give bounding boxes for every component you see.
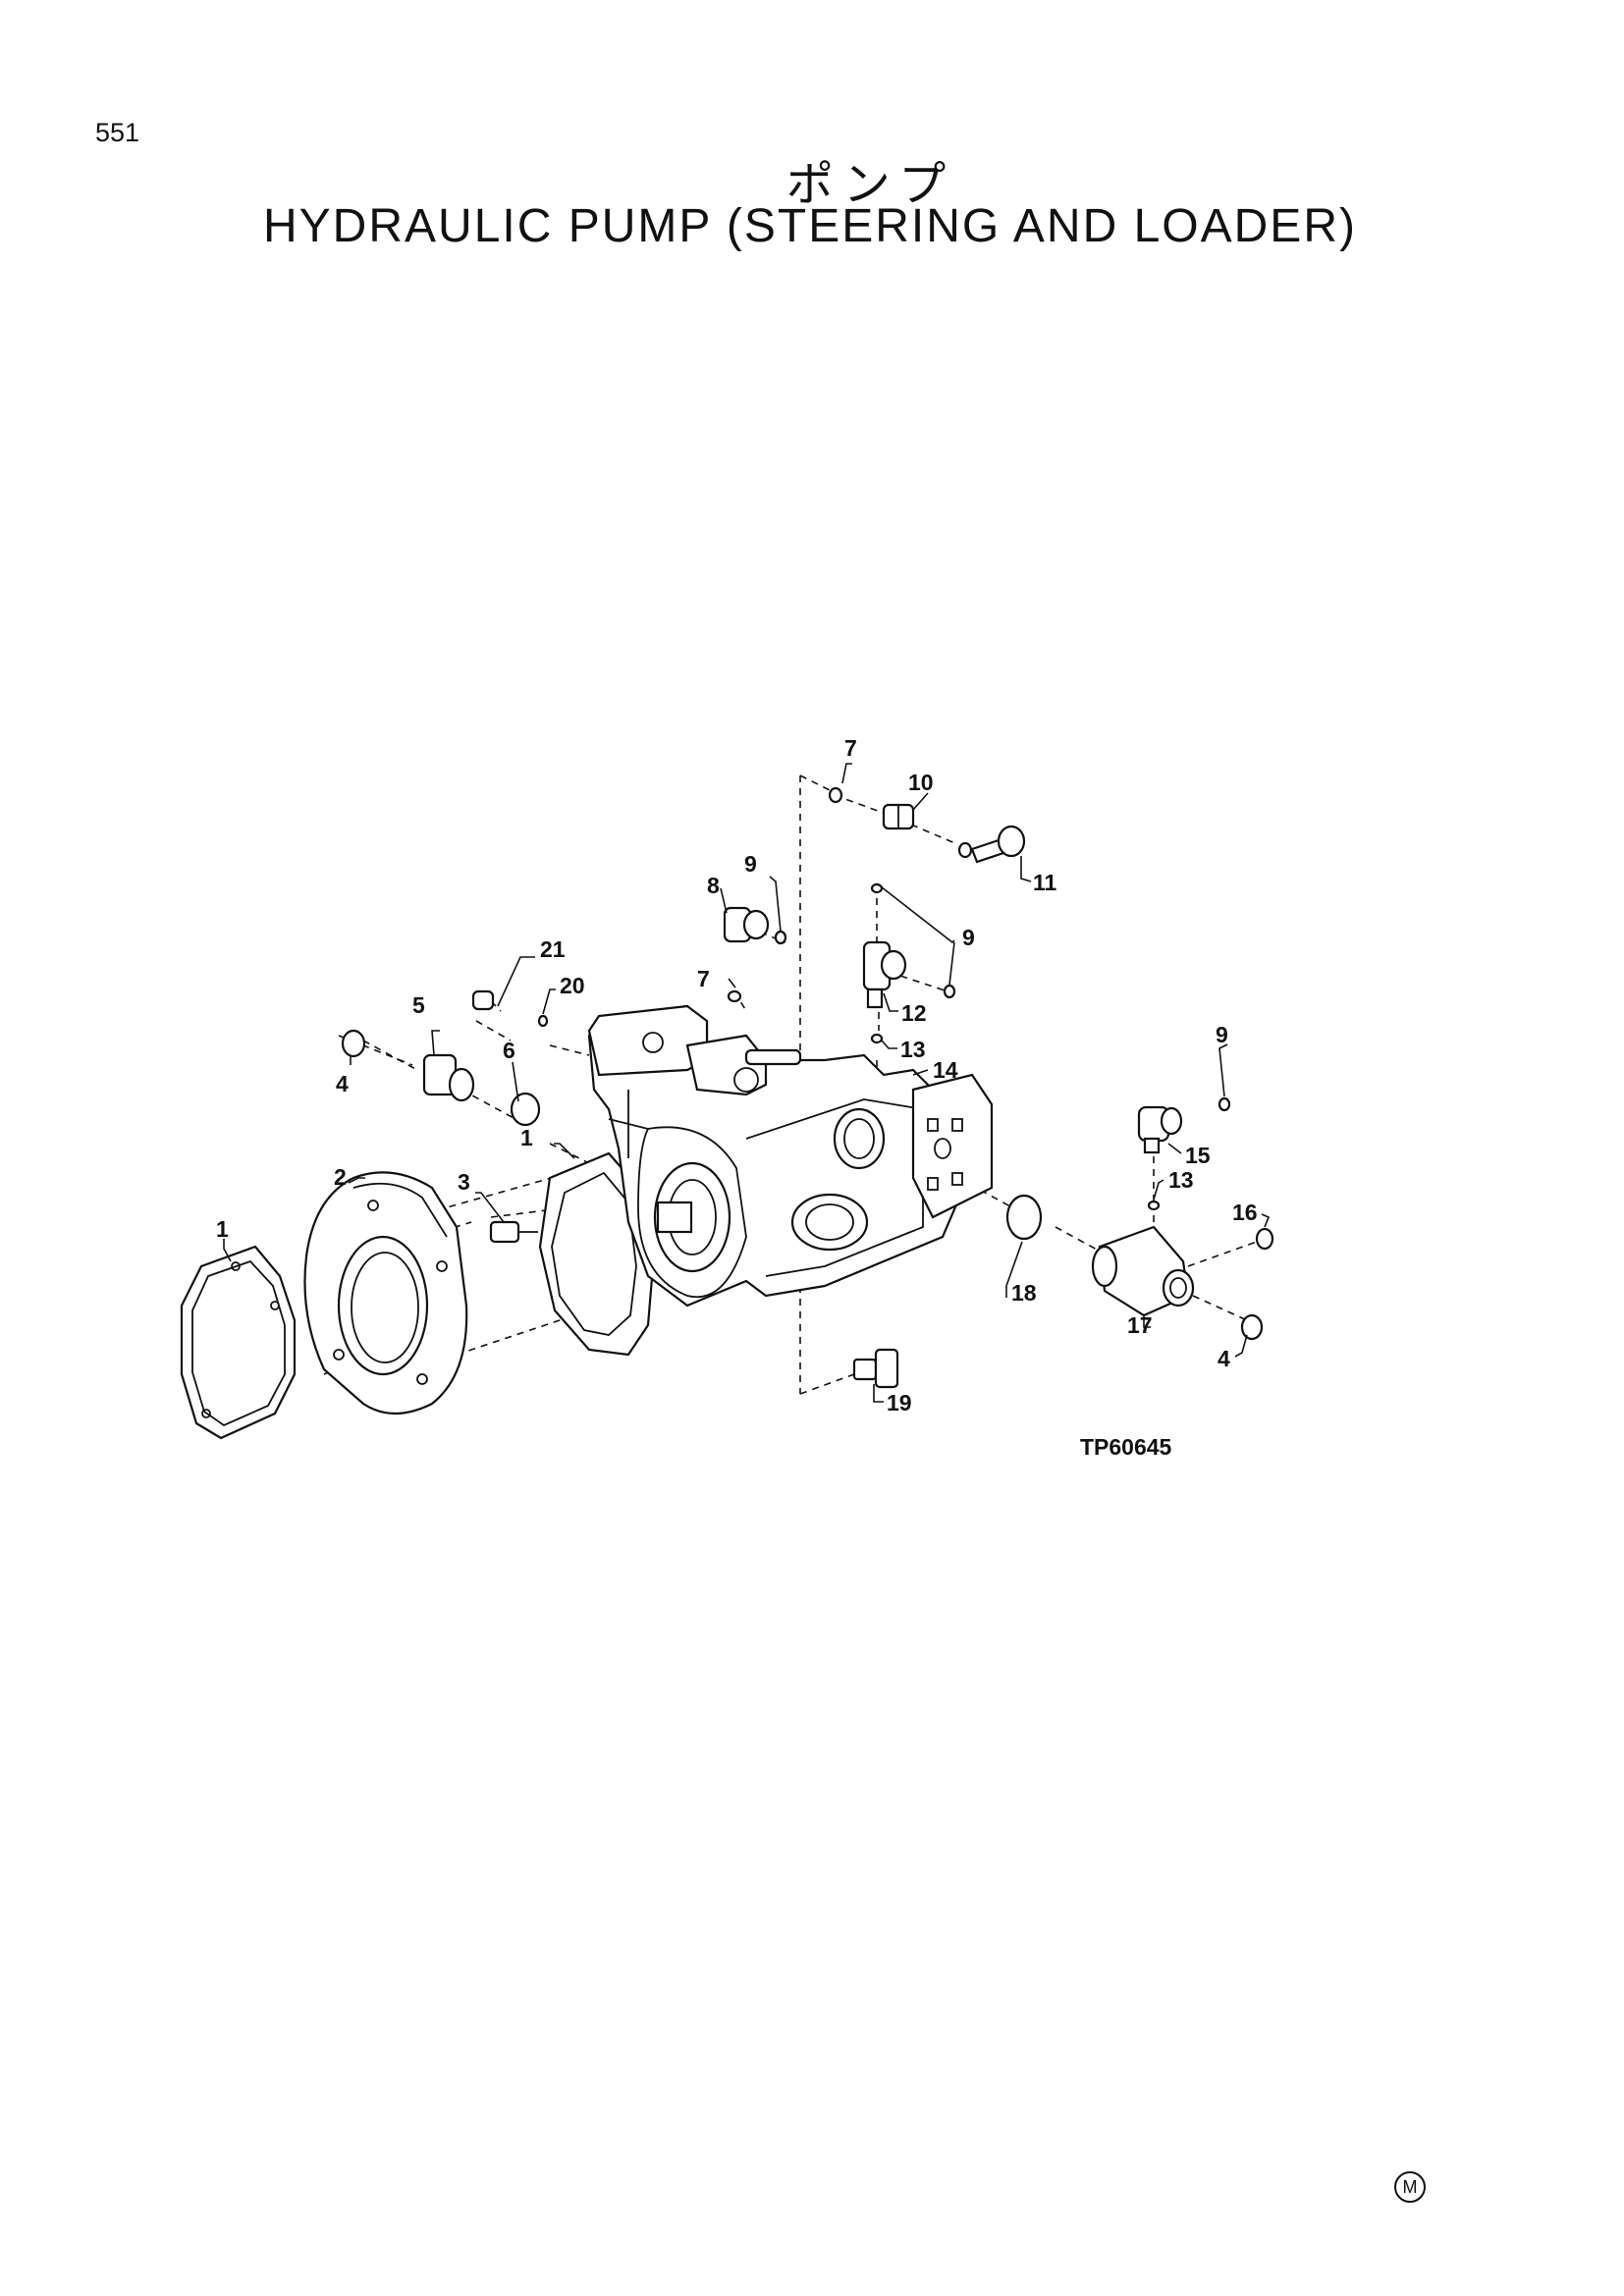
callout-15: 15 xyxy=(1185,1143,1211,1168)
callout-4-left: 4 xyxy=(336,1071,349,1096)
callout-7-top: 7 xyxy=(844,735,857,761)
part-16-oring xyxy=(1255,1227,1274,1251)
callout-9-b: 9 xyxy=(962,925,975,950)
part-13-oring-a xyxy=(870,1033,884,1044)
callout-8: 8 xyxy=(707,873,720,898)
callout-13-a: 13 xyxy=(900,1037,926,1062)
part-7-oring-top xyxy=(828,786,843,804)
page-title: HYDRAULIC PUMP (STEERING AND LOADER) xyxy=(263,200,1357,252)
part-1-gasket xyxy=(180,1245,297,1440)
callout-17: 17 xyxy=(1127,1312,1153,1338)
callout-18: 18 xyxy=(1011,1280,1037,1306)
callout-21: 21 xyxy=(540,936,566,962)
part-2-flange xyxy=(303,1171,468,1415)
part-14-pump-body xyxy=(587,1004,994,1308)
part-10-adapter xyxy=(882,803,915,830)
callout-11: 11 xyxy=(1033,870,1057,895)
callout-1-left: 1 xyxy=(216,1216,229,1242)
part-20-oring xyxy=(537,1014,549,1028)
title-japanese: ポンプ xyxy=(785,157,956,212)
callouts: 1 2 3 1 4 5 6 7 10 11 9 8 7 9 12 13 14 2… xyxy=(216,735,1258,1415)
page-number: 551 xyxy=(95,118,140,147)
callout-10: 10 xyxy=(908,770,934,795)
part-4-oring xyxy=(341,1029,366,1058)
part-11-tube xyxy=(957,825,1026,864)
callout-1-right: 1 xyxy=(520,1125,533,1150)
part-17-tee-fitting xyxy=(1091,1225,1195,1317)
callout-5: 5 xyxy=(412,992,425,1018)
part-4-oring-b xyxy=(1240,1313,1264,1341)
callout-3: 3 xyxy=(458,1169,470,1195)
part-15-elbow xyxy=(1137,1105,1183,1154)
leader-lines xyxy=(223,763,1271,1403)
callout-2: 2 xyxy=(334,1164,347,1190)
part-7-oring-mid xyxy=(727,989,742,1003)
callout-20: 20 xyxy=(560,973,585,998)
callout-16: 16 xyxy=(1232,1200,1258,1225)
drawing-code: TP60645 xyxy=(1080,1434,1172,1460)
callout-13-b: 13 xyxy=(1168,1167,1194,1193)
callout-7-mid: 7 xyxy=(697,966,710,991)
part-9-oring-a xyxy=(774,930,787,945)
callout-6: 6 xyxy=(503,1038,515,1063)
callout-9-a: 9 xyxy=(744,851,757,877)
part-12-tee xyxy=(862,940,907,1009)
part-9-oring-c xyxy=(1218,1096,1231,1112)
part-8-elbow xyxy=(723,906,770,943)
callout-9-c: 9 xyxy=(1216,1022,1228,1047)
part-5-fitting xyxy=(422,1053,475,1102)
part-21-plug xyxy=(471,989,495,1011)
manufacturer-mark: M xyxy=(1394,2171,1426,2203)
part-6-oring xyxy=(510,1092,541,1127)
callout-19: 19 xyxy=(887,1390,912,1415)
callout-12: 12 xyxy=(901,1000,927,1026)
callout-14: 14 xyxy=(933,1057,958,1083)
callout-4-right: 4 xyxy=(1218,1346,1230,1371)
part-3-bolt xyxy=(489,1220,538,1244)
part-18-oring xyxy=(1005,1194,1043,1241)
part-13-oring-b xyxy=(1147,1200,1161,1211)
part-19-bolt xyxy=(852,1348,899,1389)
